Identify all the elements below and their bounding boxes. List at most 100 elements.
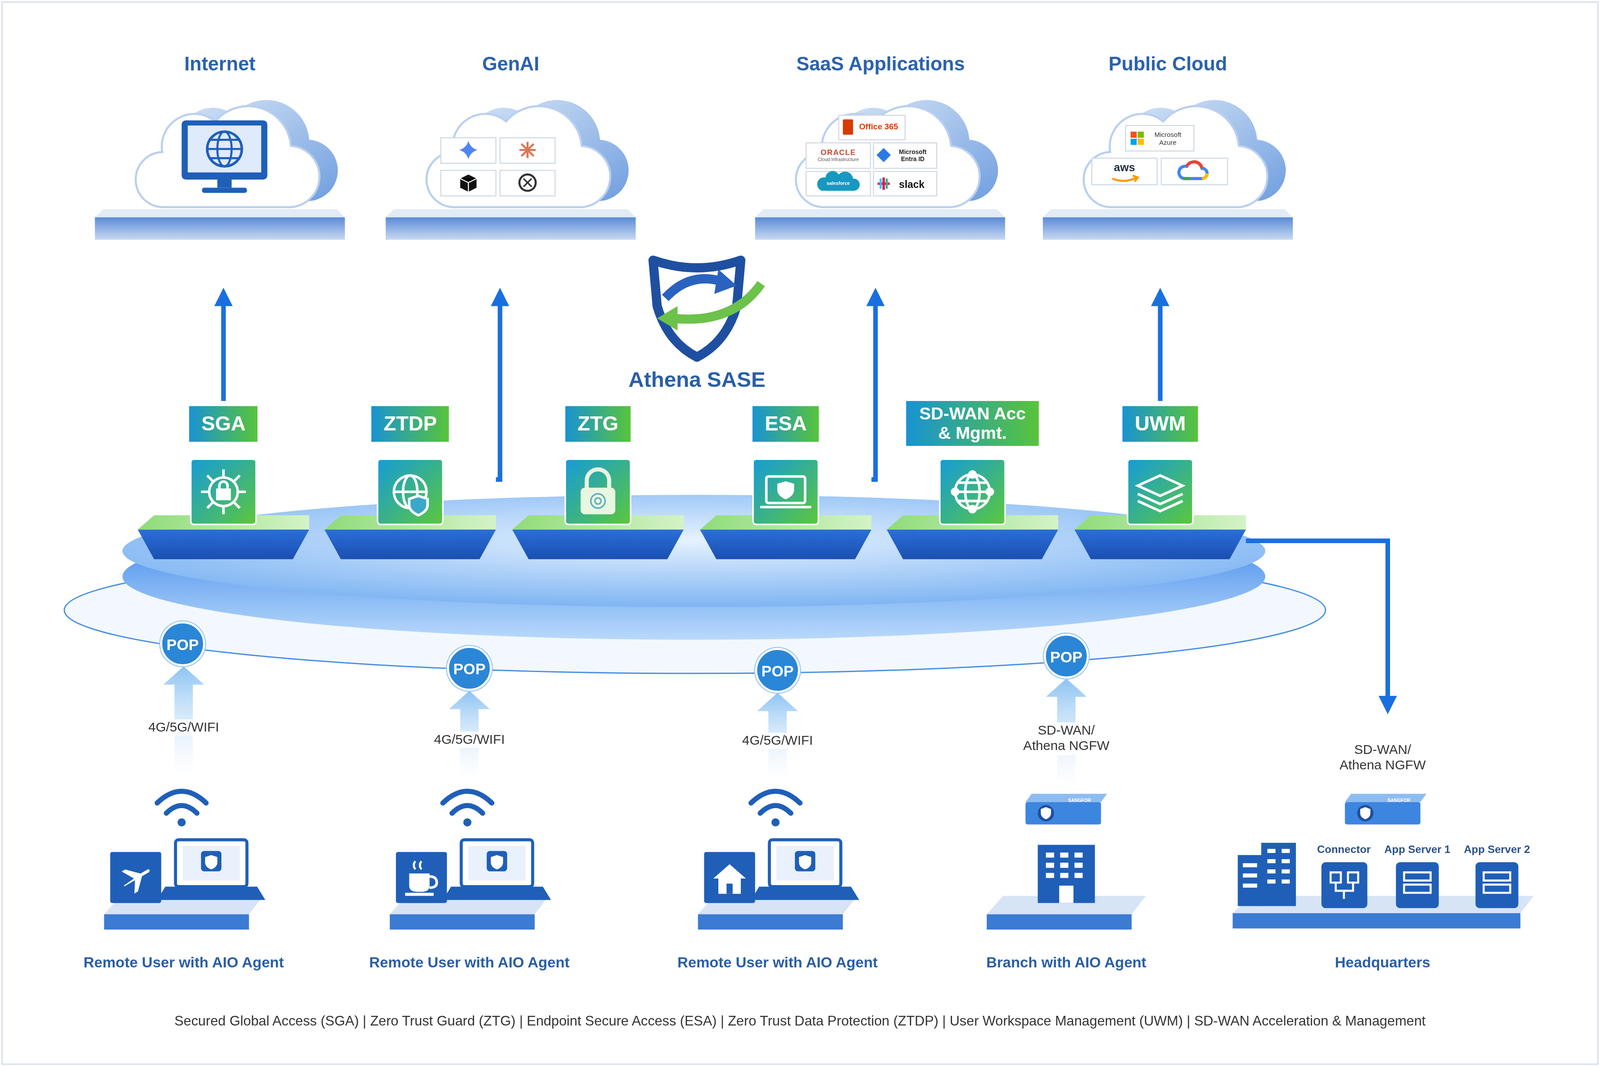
service-glyphs-part-part bbox=[580, 487, 616, 515]
site-node: Branch with AIO Agent bbox=[948, 790, 1184, 975]
remote-user-sites-part-part bbox=[726, 883, 733, 894]
genai-logo-tiles-part bbox=[523, 178, 532, 188]
cloud-heading: Internet bbox=[64, 53, 376, 76]
service-glyphs-part-part bbox=[952, 488, 959, 495]
site-name: Remote User with AIO Agent bbox=[56, 954, 312, 971]
service-tiles-part bbox=[1074, 459, 1246, 560]
sase-service-node: SGA bbox=[137, 400, 309, 560]
remote-user-sites-part-part bbox=[713, 864, 746, 879]
pop-circle: POP bbox=[1044, 633, 1089, 679]
saas-logo-tiles-part bbox=[873, 143, 937, 169]
site-node: Remote User with AIO Agent bbox=[352, 780, 587, 975]
pop-text: POP bbox=[453, 659, 486, 677]
remote-user-sites-part bbox=[713, 864, 746, 894]
service-tiles-part bbox=[699, 459, 872, 560]
sase-service-node: UWM bbox=[1074, 400, 1246, 560]
cloud-shapes-part bbox=[385, 99, 636, 240]
pop-circle: POP bbox=[754, 647, 800, 693]
branch-site-part bbox=[1059, 885, 1074, 903]
arrow-head bbox=[1151, 287, 1170, 307]
pop-text: POP bbox=[1050, 647, 1083, 665]
remote-user-sites-part bbox=[698, 791, 860, 930]
service-tag: UWM bbox=[1122, 406, 1199, 442]
cloud-service-node: SaaS ApplicationsOffice 365ORACLECloud I… bbox=[754, 81, 1006, 288]
monitor-globe-icon-part bbox=[181, 120, 268, 180]
service-glyphs-part bbox=[201, 469, 247, 515]
label-text: App Server 1 bbox=[1384, 842, 1451, 856]
service-glyphs-part-part bbox=[1137, 500, 1183, 512]
headquarters-site-part bbox=[1404, 872, 1511, 893]
edge-label: SD-WAN/ Athena NGFW bbox=[1016, 722, 1117, 755]
edge-label: 4G/5G/WIFI bbox=[145, 718, 223, 736]
saas-logo-tiles bbox=[805, 115, 937, 196]
service-glyphs-part-part bbox=[393, 490, 427, 493]
remote-user-sites bbox=[103, 791, 859, 930]
service-glyphs-part bbox=[952, 471, 994, 513]
cloud-provider-tiles-part bbox=[1112, 175, 1138, 182]
arrow-head bbox=[214, 287, 233, 307]
athena-shield-logo-part bbox=[665, 278, 723, 298]
monitor-globe-icon-part bbox=[207, 139, 243, 159]
remote-user-sites-part-part bbox=[413, 861, 422, 870]
edge-label: 4G/5G/WIFI bbox=[430, 731, 508, 749]
edge-label: 4G/5G/WIFI bbox=[739, 731, 817, 750]
service-tag: SD-WAN Acc & Mgmt. bbox=[906, 400, 1039, 446]
label-text: App Server 2 bbox=[1463, 842, 1531, 856]
cloud-provider-tiles-part bbox=[1161, 158, 1228, 185]
athena-shield-logo-part bbox=[673, 283, 762, 320]
branch-site bbox=[986, 794, 1147, 930]
cloud-shapes-part bbox=[754, 99, 1005, 240]
headquarters-site-part bbox=[1261, 842, 1296, 907]
service-tag: ZTDP bbox=[371, 406, 450, 442]
service-glyphs-part-part bbox=[217, 489, 230, 500]
cloud-shapes bbox=[95, 99, 1294, 240]
service-tiles-part bbox=[512, 459, 684, 560]
saas-logo-tiles-part bbox=[879, 178, 882, 189]
service-glyphs-part-part bbox=[1137, 475, 1183, 496]
logo-text: slack bbox=[898, 178, 925, 190]
logo-text: aws bbox=[1114, 161, 1136, 174]
caption: Secured Global Access (SGA) | Zero Trust… bbox=[174, 1013, 1426, 1029]
cloud-provider-tiles-part bbox=[1092, 158, 1158, 185]
service-glyphs-part bbox=[760, 476, 812, 508]
cloud-provider-tiles bbox=[1092, 125, 1228, 185]
remote-user-sites-part bbox=[103, 791, 265, 930]
cloud-provider-tiles-part bbox=[1130, 131, 1137, 138]
saas-logo-tiles-part bbox=[805, 143, 871, 169]
cloud-shapes-part bbox=[95, 99, 346, 240]
service-glyphs-part bbox=[393, 475, 428, 515]
genai-logo-tiles-part bbox=[519, 174, 536, 191]
logo-tile: ORACLECloud Infrastructure bbox=[805, 143, 871, 169]
remote-user-sites-part-part bbox=[409, 873, 430, 892]
service-glyphs-part-part bbox=[586, 469, 610, 488]
cloud-provider-tiles-part bbox=[1137, 131, 1144, 138]
label-text: Connector bbox=[1316, 842, 1371, 856]
service-tag: ESA bbox=[752, 406, 820, 442]
logo-text: salesforce bbox=[826, 180, 850, 187]
cloud-service-node: Internet bbox=[95, 81, 346, 288]
branch-site-part bbox=[1037, 845, 1096, 904]
remote-user-sites-part bbox=[404, 861, 437, 897]
service-glyphs bbox=[201, 469, 1183, 515]
monitor-globe-icon-part bbox=[187, 125, 262, 173]
cloud-provider-tiles-part bbox=[1183, 176, 1191, 181]
service-tag: SGA bbox=[189, 406, 258, 442]
pop-text: POP bbox=[761, 661, 794, 679]
service-glyphs-part-part bbox=[955, 474, 990, 510]
label-text: SD-WAN/ Athena NGFW bbox=[1335, 742, 1430, 774]
flow-arrow bbox=[1151, 287, 1170, 401]
cloud-provider-tiles-part bbox=[1130, 138, 1137, 145]
arrow-head bbox=[1378, 695, 1398, 715]
saas-logo-tiles-part bbox=[877, 177, 891, 190]
branch-site-part bbox=[1025, 794, 1108, 825]
service-tiles-part bbox=[324, 459, 496, 560]
genai-logo-tiles-part bbox=[440, 137, 496, 164]
cloud-provider-tiles-part bbox=[1137, 138, 1144, 145]
service-glyphs-part-part bbox=[969, 506, 976, 513]
logo-text: Microsoft Entra ID bbox=[891, 148, 934, 163]
logo-text: Cloud Infrastructure bbox=[817, 157, 860, 163]
service-glyphs-part-part bbox=[955, 482, 990, 502]
logo-text: Office 365 bbox=[859, 123, 899, 133]
logo-tile: Microsoft Azure bbox=[1125, 125, 1194, 151]
